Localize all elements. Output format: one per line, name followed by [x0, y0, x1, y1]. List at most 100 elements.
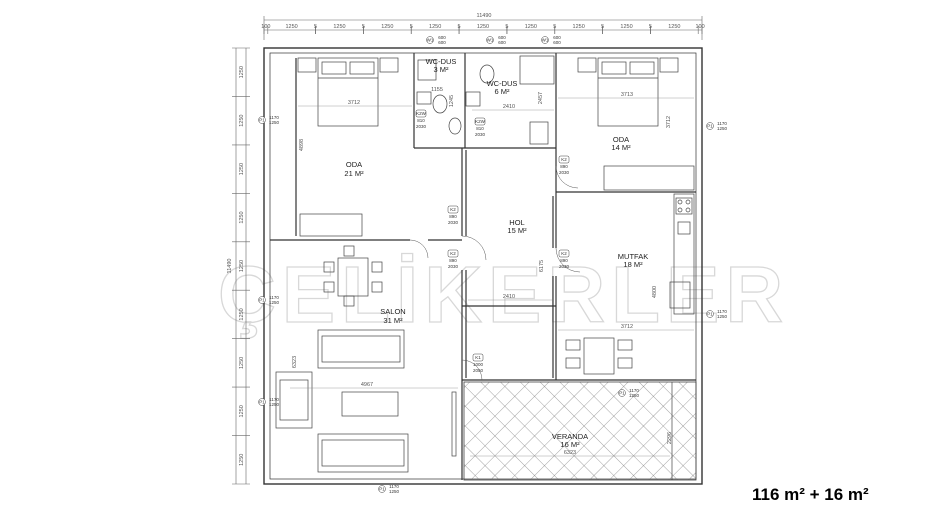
window-code: P1 [259, 298, 265, 303]
room-name-mutfak: MUTFAK [618, 252, 648, 261]
window-width: 1170 [629, 388, 639, 393]
dim-2410-hol: 2410 [503, 294, 515, 300]
left-dimension-chain [235, 48, 247, 484]
window-code: P1 [379, 487, 385, 492]
dim-2410-wc: 2410 [503, 104, 515, 110]
window-tag-circle [258, 296, 266, 304]
inner-dim-lines [290, 97, 694, 457]
window-width: 1170 [717, 121, 727, 126]
door-tags: K28902030K28902030K28902030K28902030K110… [415, 109, 570, 373]
room-area-mutfak: 18 M² [623, 260, 643, 269]
room-name-wc-small: WC-DUS [426, 57, 457, 66]
door-tag-frame [415, 109, 427, 118]
door-height: 2030 [448, 220, 459, 225]
window-width: 600 [438, 35, 446, 40]
watermark: ÇELİKERLER [218, 250, 789, 339]
window-height: 600 [438, 40, 446, 45]
dining-table-kitchen-icon [565, 337, 633, 375]
room-area-oda-right: 14 M² [611, 143, 631, 152]
top-segment-label: 5 [553, 24, 556, 30]
armchair-icon [275, 371, 313, 429]
dim-3713: 3713 [621, 92, 633, 98]
left-segment-label: 1250 [239, 260, 245, 272]
window-width: 1170 [389, 484, 399, 489]
room-area-wc-big: 6 M² [495, 87, 511, 96]
area-summary: 116 m² + 16 m² [752, 485, 869, 504]
door-height: 2050 [473, 368, 484, 373]
door-width: 890 [560, 258, 568, 263]
top-segment-label: 1250 [429, 24, 441, 30]
window-height: 1250 [717, 314, 728, 319]
window-height: 1250 [717, 126, 728, 131]
left-segment-label: 1250 [239, 211, 245, 223]
door-code: K1 [475, 355, 481, 360]
room-name-veranda: VERANDA [552, 432, 588, 441]
door-height: 2030 [475, 132, 486, 137]
top-segment-label: 1250 [620, 24, 632, 30]
left-segment-label: 1250 [239, 163, 245, 175]
window-code: P1 [259, 118, 265, 123]
door-tag-frame [558, 249, 570, 258]
top-segment-label: 1250 [668, 24, 680, 30]
top-segment-label: 100 [261, 24, 270, 30]
dim-6323-veranda: 6323 [564, 450, 576, 456]
room-name-salon: SALON [380, 307, 405, 316]
door-code: K2W [475, 119, 486, 124]
door-code: K2 [450, 207, 456, 212]
coffee-table-icon [341, 391, 399, 417]
window-height: 1250 [269, 300, 280, 305]
wardrobe-left-icon [299, 213, 363, 237]
toilet-icon [432, 94, 448, 114]
overall-width-dim: 11490 [477, 13, 492, 19]
shower-big-icon [519, 55, 555, 85]
dim-3712-oda-left: 3712 [348, 100, 360, 106]
top-segment-label: 1250 [286, 24, 298, 30]
left-segment-ticks [232, 47, 250, 485]
door-tag-frame [447, 205, 459, 214]
left-segment-label: 1250 [239, 357, 245, 369]
window-code: W1 [542, 38, 549, 43]
door-width: 890 [449, 214, 457, 219]
door-width: 890 [449, 258, 457, 263]
dining-table-left-icon [323, 245, 383, 307]
window-code: P1 [259, 400, 265, 405]
window-height: 1250 [629, 393, 640, 398]
interior-walls [270, 53, 696, 480]
door-tag-frame [447, 249, 459, 258]
door-width: 890 [560, 164, 568, 169]
window-tag-circle [486, 36, 494, 44]
window-height: 600 [498, 40, 506, 45]
top-segment-label: 5 [458, 24, 461, 30]
furniture [275, 55, 695, 473]
top-segment-label: 1250 [381, 24, 393, 30]
window-width: 1170 [269, 397, 279, 402]
left-segment-label: 1250 [239, 308, 245, 320]
window-height: 1250 [269, 402, 280, 407]
dim-4898: 4898 [299, 139, 305, 151]
shower-small-icon [417, 59, 437, 81]
top-segment-label: 1250 [333, 24, 345, 30]
window-width: 1170 [269, 295, 279, 300]
door-height: 2030 [559, 264, 570, 269]
bed-right-icon [577, 57, 679, 127]
window-width: 1170 [269, 115, 279, 120]
door-code: K2 [561, 251, 567, 256]
window-code: P1 [619, 391, 625, 396]
room-name-hol: HOL [509, 218, 524, 227]
door-tag-frame [474, 117, 486, 126]
dim-4967: 4967 [361, 382, 373, 388]
window-width: 600 [498, 35, 506, 40]
dim-1245: 1245 [449, 95, 455, 107]
dim-4800: 4800 [652, 286, 658, 298]
top-segment-label: 5 [649, 24, 652, 30]
window-width: 600 [553, 35, 561, 40]
window-tag-circle [378, 485, 386, 493]
sliding-door-icon [451, 391, 457, 457]
door-height: 2030 [559, 170, 570, 175]
room-area-oda-left: 21 M² [344, 169, 364, 178]
dim-3712-oda-right: 3712 [666, 116, 672, 128]
door-code: K2W [416, 111, 427, 116]
top-segment-label: 5 [362, 24, 365, 30]
